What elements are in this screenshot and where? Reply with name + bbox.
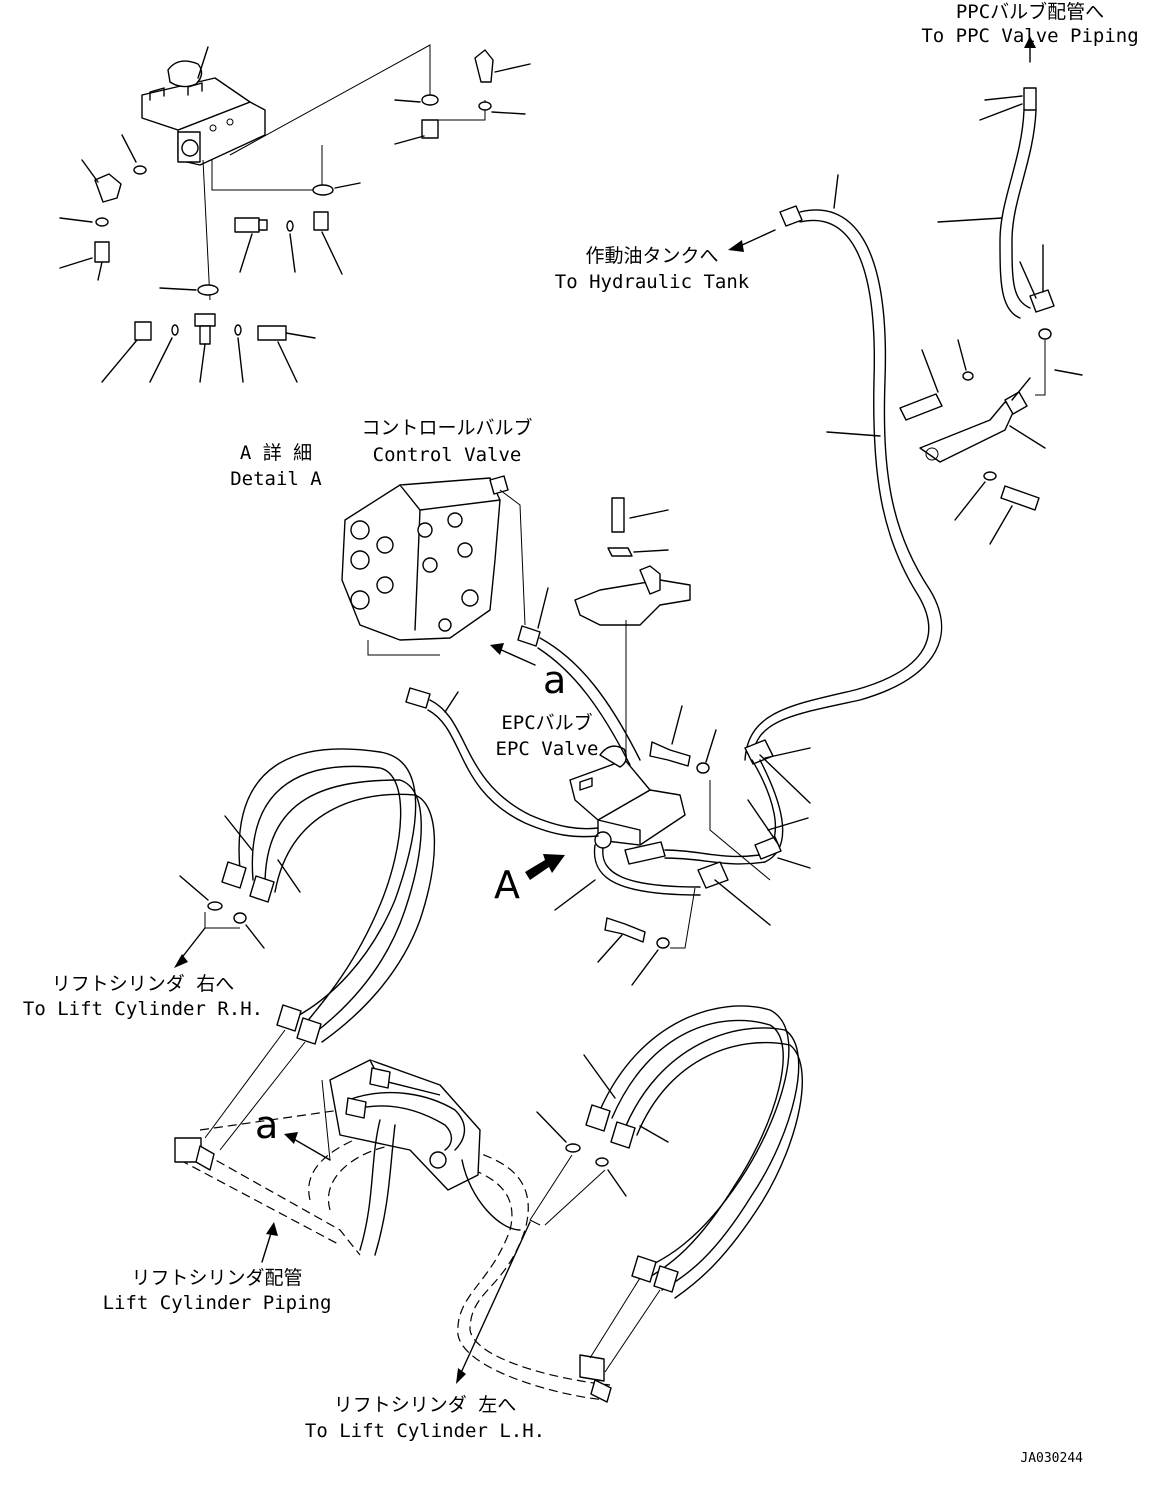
- lift-cylinder-hoses-rh: [174, 748, 436, 1045]
- drawing-number: JA030244: [1020, 1451, 1083, 1466]
- detail-connector: [313, 211, 343, 275]
- label-epc-valve-jp: EPCバルブ: [501, 711, 592, 734]
- detail-o-ring-7: [197, 284, 219, 296]
- detail-hose-adapter: [257, 325, 316, 383]
- label-tank-jp: 作動油タンクへ: [585, 245, 718, 267]
- arrow-to-a: [490, 643, 536, 666]
- detail-o-ring-3: [312, 184, 334, 196]
- pilot-hoses: [405, 587, 811, 949]
- detail-sensor: [234, 217, 268, 273]
- marker-a-small-upper: a: [543, 658, 566, 702]
- control-valve: [341, 475, 526, 656]
- detail-o-ring-9: [234, 324, 242, 336]
- detail-cap-nut: [101, 321, 152, 383]
- marker-a-big: A: [494, 863, 520, 907]
- label-lift-lh-jp: リフトシリンダ 左へ: [334, 1394, 516, 1416]
- label-lift-lh-en: To Lift Cylinder L.H.: [305, 1420, 545, 1442]
- detail-o-ring-1: [133, 165, 147, 175]
- epc-bracket: [574, 497, 691, 760]
- label-epc-valve-en: EPC Valve: [496, 738, 599, 760]
- ppc-valve-line: [937, 36, 1083, 396]
- label-ppc-en: To PPC Valve Piping: [921, 25, 1138, 47]
- lift-manifold-block: [329, 1059, 521, 1256]
- label-lift-piping-en: Lift Cylinder Piping: [103, 1292, 332, 1314]
- epc-valve: [569, 745, 686, 865]
- lift-cylinder-piping: [174, 1094, 612, 1403]
- marker-a-small-lower: a: [255, 1103, 278, 1147]
- label-lift-piping-jp: リフトシリンダ配管: [131, 1267, 302, 1289]
- detail-o-ring-4: [421, 94, 439, 106]
- lift-cylinder-hoses-lh: [456, 1005, 803, 1384]
- label-detail-en: Detail A: [230, 468, 322, 490]
- arrow-lift-piping: [261, 1222, 278, 1263]
- detail-o-ring-8: [171, 324, 179, 336]
- label-detail-jp: A 詳 細: [240, 442, 312, 464]
- label-control-valve-en: Control Valve: [373, 444, 522, 466]
- bracket-assembly: [899, 339, 1046, 545]
- detail-elbow-fitting: [81, 159, 122, 203]
- label-lift-rh-en: To Lift Cylinder R.H.: [23, 998, 263, 1020]
- label-ppc-jp: PPCバルブ配管へ: [956, 0, 1104, 23]
- detail-epc-valve-body: [141, 46, 266, 166]
- detail-o-ring-6: [286, 220, 294, 232]
- detail-adapter-1: [394, 119, 439, 145]
- detail-o-ring-2: [95, 217, 109, 227]
- arrow-to-small-a-lower: [284, 1079, 331, 1161]
- arrow-a-detail: [525, 854, 565, 880]
- detail-hose-end-top: [474, 49, 531, 83]
- epc-bolts-washers: [597, 705, 717, 986]
- detail-tee-fitting: [194, 313, 216, 383]
- label-tank-en: To Hydraulic Tank: [555, 271, 750, 293]
- detail-a-exploded-view: [59, 44, 531, 383]
- label-lift-rh-jp: リフトシリンダ 右へ: [52, 973, 234, 995]
- hydraulic-tank-line: [728, 174, 943, 765]
- detail-o-ring-5: [478, 101, 492, 111]
- detail-plug: [94, 241, 110, 263]
- label-control-valve-jp: コントロールバルブ: [361, 416, 532, 439]
